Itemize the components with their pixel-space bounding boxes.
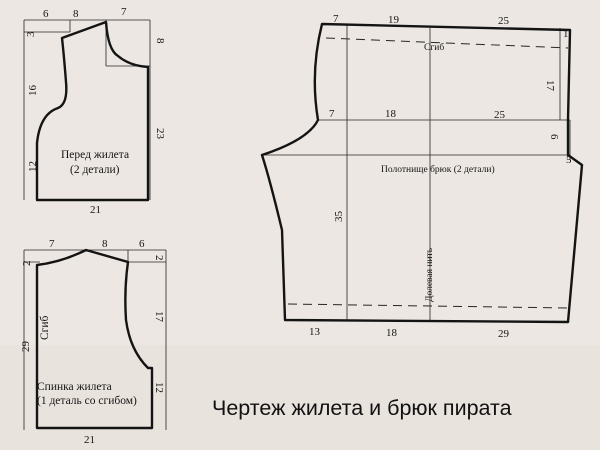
trousers-dim-inner-35: 35 [333, 211, 345, 223]
trousers-fold-label: Сгиб [424, 42, 444, 53]
paper-sheet [0, 0, 600, 345]
back-dim-top-right: 6 [139, 238, 145, 250]
trousers-dim-bottom-right: 29 [498, 328, 510, 340]
trousers-hem-line [287, 303, 571, 309]
back-dim-top-left: 7 [49, 238, 55, 250]
back-dim-left-mid: 29 [20, 341, 32, 353]
back-fold-label: Сгиб [39, 315, 51, 340]
back-dim-bottom: 21 [84, 434, 95, 446]
front-dim-right-bottom: 23 [154, 128, 166, 140]
back-dim-left-top: 2 [21, 261, 33, 267]
front-label-line2: (2 детали) [70, 164, 120, 176]
trousers-dim-bottom-mid: 18 [386, 327, 398, 339]
front-dim-bottom: 21 [90, 204, 101, 216]
trousers-dim-bottom-left: 13 [309, 326, 321, 338]
trousers-outline [260, 22, 584, 324]
front-dim-left-bottom: 12 [27, 161, 39, 172]
trousers-grain-label: Долевая нить [425, 247, 435, 302]
front-dim-left-top: 3 [25, 31, 37, 37]
trousers-guide-lines [262, 25, 571, 320]
trousers-dim-right-lower: 6 [548, 134, 560, 140]
front-dim-top-left: 6 [43, 8, 49, 20]
trousers-label: Полотнище брюк (2 детали) [381, 164, 495, 175]
front-label-line1: Перед жилета [61, 149, 129, 161]
trousers-dim-mid-left: 7 [329, 108, 335, 120]
back-vest-piece: 7 8 6 2 29 2 17 12 Сгиб 21 Спинка жилета… [20, 238, 167, 446]
trousers-dim-top-left: 7 [333, 13, 339, 25]
back-dim-right-bottom: 12 [153, 382, 165, 393]
trousers-fold-line [325, 37, 569, 49]
back-outline [35, 248, 154, 430]
front-dim-top-right: 7 [121, 6, 127, 18]
trousers-dim-mid-right: 25 [494, 109, 506, 121]
trousers-dim-top-mid: 19 [388, 14, 400, 26]
back-label-line2: (1 деталь со сгибом) [37, 395, 137, 407]
trousers-dim-mid-mid: 18 [385, 108, 397, 120]
back-dim-right-top: 2 [153, 255, 165, 261]
front-dim-left-mid: 16 [27, 85, 39, 97]
trousers-dim-top-right: 25 [498, 15, 510, 27]
trousers-dim-top-edge: 1 [563, 28, 569, 40]
trousers-piece: 7 19 25 1 Сгиб 17 7 18 25 6 5 Полотнище … [260, 13, 584, 340]
front-guide-lines [23, 19, 151, 200]
trousers-dim-right-crotch: 5 [566, 154, 572, 166]
front-dim-top-mid: 8 [73, 8, 79, 20]
front-vest-piece: 6 8 7 3 16 12 8 23 21 Перед жилета (2 де… [23, 6, 166, 216]
front-dim-right-top: 8 [154, 38, 166, 44]
front-outline [35, 20, 150, 202]
back-dim-top-mid: 8 [102, 238, 108, 250]
drawing-caption: Чертеж жилета и брюк пирата [212, 396, 512, 420]
back-dim-right-mid: 17 [153, 311, 165, 323]
trousers-dim-right-upper: 17 [544, 80, 556, 92]
back-guide-lines [23, 249, 167, 430]
back-label-line1: Спинка жилета [37, 381, 112, 393]
